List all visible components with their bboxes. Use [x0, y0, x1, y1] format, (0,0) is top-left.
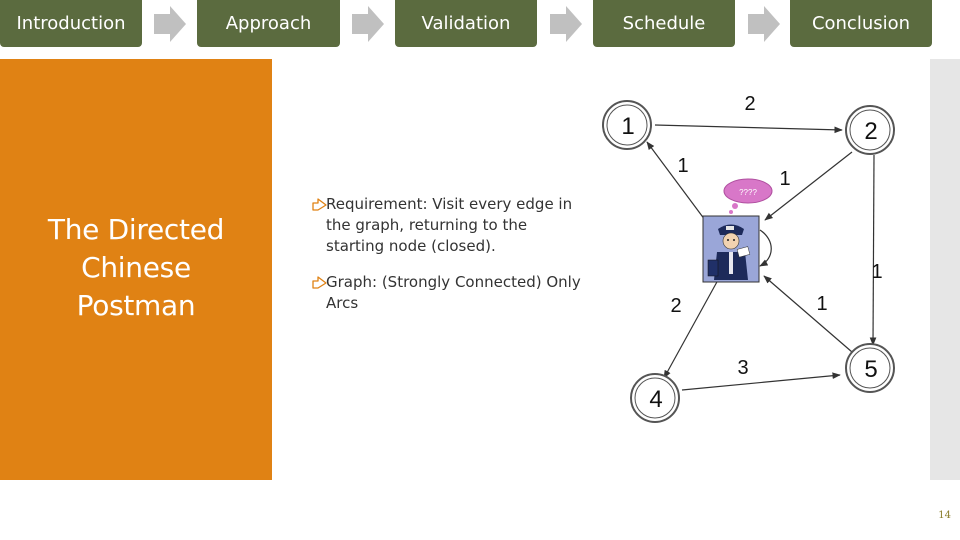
node-5: 5	[845, 343, 895, 393]
svg-text:????: ????	[739, 188, 757, 197]
tab-label: Conclusion	[811, 13, 911, 34]
edge-2-5	[869, 154, 877, 346]
title-panel	[0, 59, 272, 480]
edge-pm-1	[646, 141, 706, 221]
svg-text:1: 1	[621, 113, 634, 140]
slide-title: The Directed Chinese Postman	[20, 211, 252, 325]
bullet-arrow-icon	[312, 198, 327, 211]
postman-icon	[702, 215, 760, 283]
bullet-list: Requirement: Visit every edge in the gra…	[312, 194, 582, 329]
tab-label: Schedule	[622, 13, 706, 34]
postman-graph: 1 2 4 5 2 1 1 1 2 1 3 ????	[602, 93, 895, 423]
edge-2-pm	[764, 151, 853, 221]
edge-pm-4	[663, 279, 719, 379]
edge-1-2	[654, 124, 843, 134]
tab-conclusion[interactable]: Conclusion	[790, 0, 932, 47]
title-line: Postman	[76, 289, 196, 322]
page-number: 14	[938, 510, 951, 521]
edge-weight: 1	[871, 261, 882, 283]
bullet-item: Requirement: Visit every edge in the gra…	[312, 194, 582, 257]
edge-4-5	[681, 372, 841, 391]
arrow-right-icon	[550, 6, 582, 42]
title-line: Chinese	[81, 251, 191, 284]
edge-weight: 2	[744, 93, 755, 115]
edge-weight: 3	[737, 357, 748, 379]
svg-text:2: 2	[864, 118, 877, 145]
arrow-right-icon	[154, 6, 186, 42]
bullet-text: Requirement: Visit every edge in the gra…	[326, 195, 573, 255]
edge-weight: 1	[677, 155, 688, 177]
node-4: 4	[630, 373, 680, 423]
arrow-right-icon	[748, 6, 780, 42]
bullet-text: Graph: (Strongly Connected) Only Arcs	[326, 273, 581, 312]
node-1: 1	[602, 100, 652, 150]
title-line: The Directed	[47, 213, 225, 246]
tab-validation[interactable]: Validation	[395, 0, 537, 47]
tab-label: Introduction	[16, 13, 126, 34]
edge-weight: 1	[779, 168, 790, 190]
edge-weight: 2	[670, 295, 681, 317]
bullet-item: Graph: (Strongly Connected) Only Arcs	[312, 272, 582, 314]
side-strip	[930, 59, 960, 480]
svg-text:4: 4	[649, 386, 662, 413]
tab-label: Validation	[421, 13, 511, 34]
edge-weight: 1	[816, 293, 827, 315]
edge-5-pm	[763, 275, 853, 353]
bullet-arrow-icon	[312, 276, 327, 289]
arrow-right-icon	[352, 6, 384, 42]
svg-text:5: 5	[864, 356, 877, 383]
tab-introduction[interactable]: Introduction	[0, 0, 142, 47]
tab-label: Approach	[225, 13, 312, 34]
edge-pm-loop	[759, 229, 772, 267]
tab-schedule[interactable]: Schedule	[593, 0, 735, 47]
node-2: 2	[845, 105, 895, 155]
thought-bubble: ????	[723, 178, 773, 214]
tab-approach[interactable]: Approach	[197, 0, 340, 47]
